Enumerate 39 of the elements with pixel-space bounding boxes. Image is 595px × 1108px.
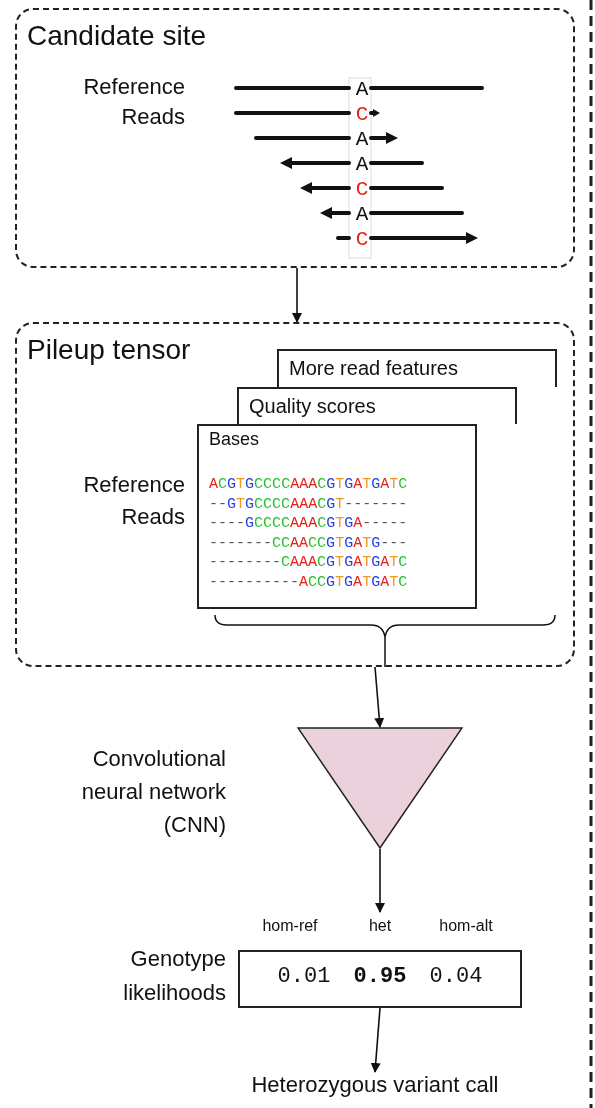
- card-title: Bases: [209, 429, 260, 450]
- likelihood-values: 0.01 0.95 0.04: [276, 964, 484, 989]
- sequence-row: ----------ACCGTGATGATC: [209, 573, 408, 592]
- sequence-row: ----GCCCCAAACGTGA-----: [209, 515, 408, 533]
- arrow: [374, 666, 385, 728]
- arrow: [370, 1007, 381, 1073]
- arrow: [292, 267, 302, 323]
- column-header: het: [367, 917, 393, 935]
- base-letter: A: [354, 78, 370, 102]
- genotype-label: Genotype likelihoods: [122, 945, 226, 1007]
- base-letter: A: [354, 128, 370, 152]
- candidate-site-panel: [15, 8, 575, 268]
- column-header: hom-ref: [261, 917, 319, 935]
- feature-card: [277, 349, 557, 387]
- sequence-row: ACGTGCCCCAAACGTGATGATC: [209, 476, 408, 494]
- card-title: More read features: [289, 356, 458, 381]
- sequence-row: --------CAAACGTGATGATC: [209, 554, 408, 572]
- network-label: Convolutional neural network (CNN): [80, 745, 226, 839]
- base-letter: A: [354, 153, 370, 177]
- panel-title: Pileup tensor: [27, 334, 191, 366]
- card-title: Quality scores: [249, 394, 376, 419]
- sequence-row: -------CCAACCGTGATG---: [209, 534, 408, 553]
- pileup-tensor-panel: [15, 322, 575, 667]
- likelihood-box: [238, 950, 522, 1008]
- arrow: [375, 848, 385, 913]
- base-letter: C: [354, 228, 370, 252]
- column-header: hom-alt: [438, 917, 494, 935]
- bases-card: [197, 424, 477, 609]
- sequence-row: --GTGCCCCAAACGT-------: [209, 495, 408, 514]
- reads-label: Reads: [121, 504, 185, 530]
- base-letter: C: [354, 103, 370, 127]
- reference-label: Reference: [83, 74, 185, 100]
- reference-label: Reference: [83, 472, 185, 498]
- panel-title: Candidate site: [27, 20, 206, 52]
- reads-label: Reads: [121, 104, 185, 130]
- network-triangle: [297, 727, 463, 849]
- base-letter: C: [354, 178, 370, 202]
- base-letter: A: [354, 203, 370, 227]
- quality-card: [237, 387, 517, 424]
